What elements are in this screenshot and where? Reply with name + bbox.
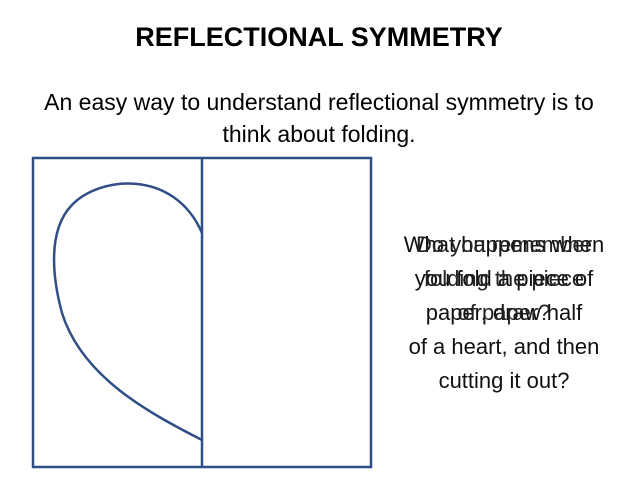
question-text-a: What happens when you fold a piece of pa… [380, 228, 628, 398]
text-b-line-2: folding the piece [423, 266, 585, 291]
subtitle-line-1: An easy way to understand reflectional s… [44, 89, 594, 115]
text-a-line-5: cutting it out? [438, 368, 570, 393]
subtitle-line-2: think about folding. [222, 121, 416, 147]
question-text-b: Do you remember folding the piece of pap… [380, 228, 628, 330]
slide-title: REFLECTIONAL SYMMETRY [135, 22, 503, 52]
text-a-line-3: paper, draw half [425, 300, 583, 325]
text-b-line-1: Do you remember [415, 232, 593, 257]
half-heart-outline [52, 182, 204, 442]
text-b-line-3: of paper? [457, 300, 551, 325]
text-a-line-2: you fold a piece of [414, 266, 594, 291]
text-a-line-4: of a heart, and then [408, 334, 600, 359]
text-a-line-1: What happens when [403, 232, 605, 257]
slide-subtitle: An easy way to understand reflectional s… [0, 86, 638, 150]
